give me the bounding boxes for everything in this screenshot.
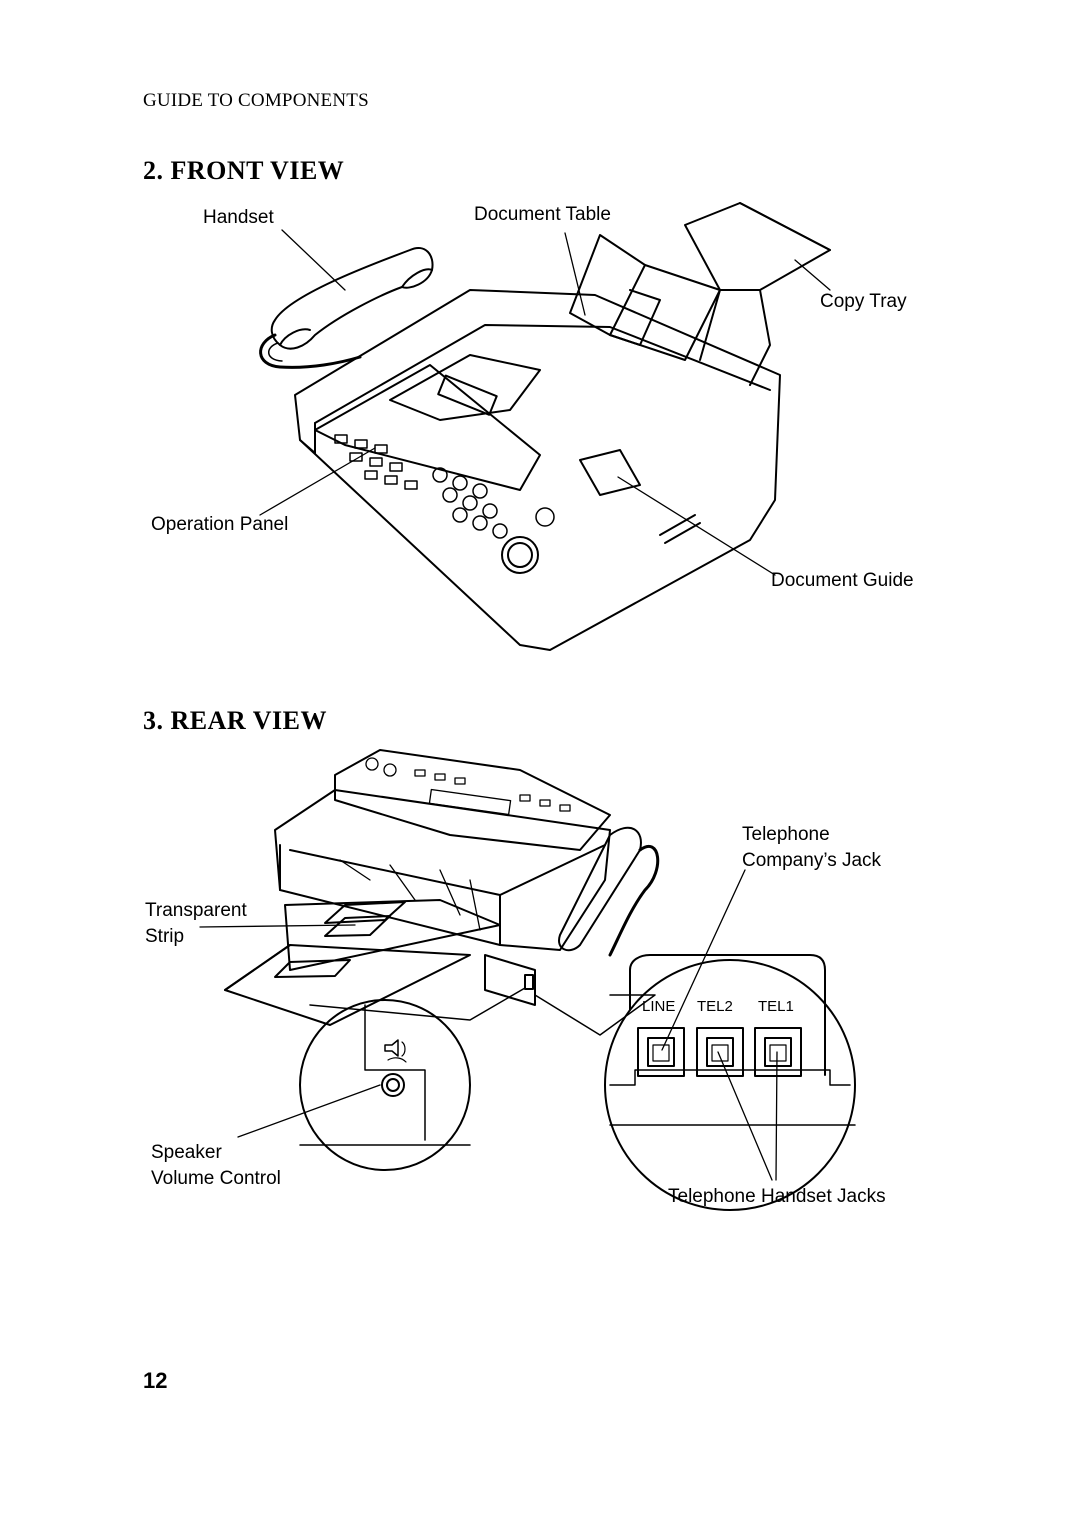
callout-speaker-line1: Speaker <box>151 1142 222 1163</box>
jack-label-tel1: TEL1 <box>758 998 794 1015</box>
rear-view-title: 3. REAR VIEW <box>143 706 327 735</box>
jack-label-line: LINE <box>642 998 676 1015</box>
callout-telephone-line1: Telephone <box>742 824 830 845</box>
rear-view-illustration <box>140 740 940 1220</box>
callout-transparent-line1: Transparent <box>145 900 247 921</box>
callout-telephone-company-jack: Telephone Company’s Jack <box>742 822 881 874</box>
callout-document-table: Document Table <box>474 204 611 225</box>
callout-telephone-handset-jacks: Telephone Handset Jacks <box>668 1186 886 1207</box>
running-head: GUIDE TO COMPONENTS <box>143 90 369 111</box>
callout-handset: Handset <box>203 207 274 228</box>
page-number: 12 <box>143 1368 168 1393</box>
callout-transparent-strip: Transparent Strip <box>145 898 247 950</box>
front-view-illustration <box>140 195 940 665</box>
jack-label-tel2: TEL2 <box>697 998 733 1015</box>
callout-copy-tray: Copy Tray <box>820 291 907 312</box>
callout-telephone-line2: Company’s Jack <box>742 850 882 871</box>
callout-operation-panel: Operation Panel <box>151 514 289 535</box>
callout-transparent-line2: Strip <box>145 926 185 947</box>
callout-document-guide: Document Guide <box>771 570 914 591</box>
front-view-title: 2. FRONT VIEW <box>143 156 345 185</box>
callout-speaker-volume-control: Speaker Volume Control <box>151 1140 281 1192</box>
callout-speaker-line2: Volume Control <box>151 1168 281 1189</box>
